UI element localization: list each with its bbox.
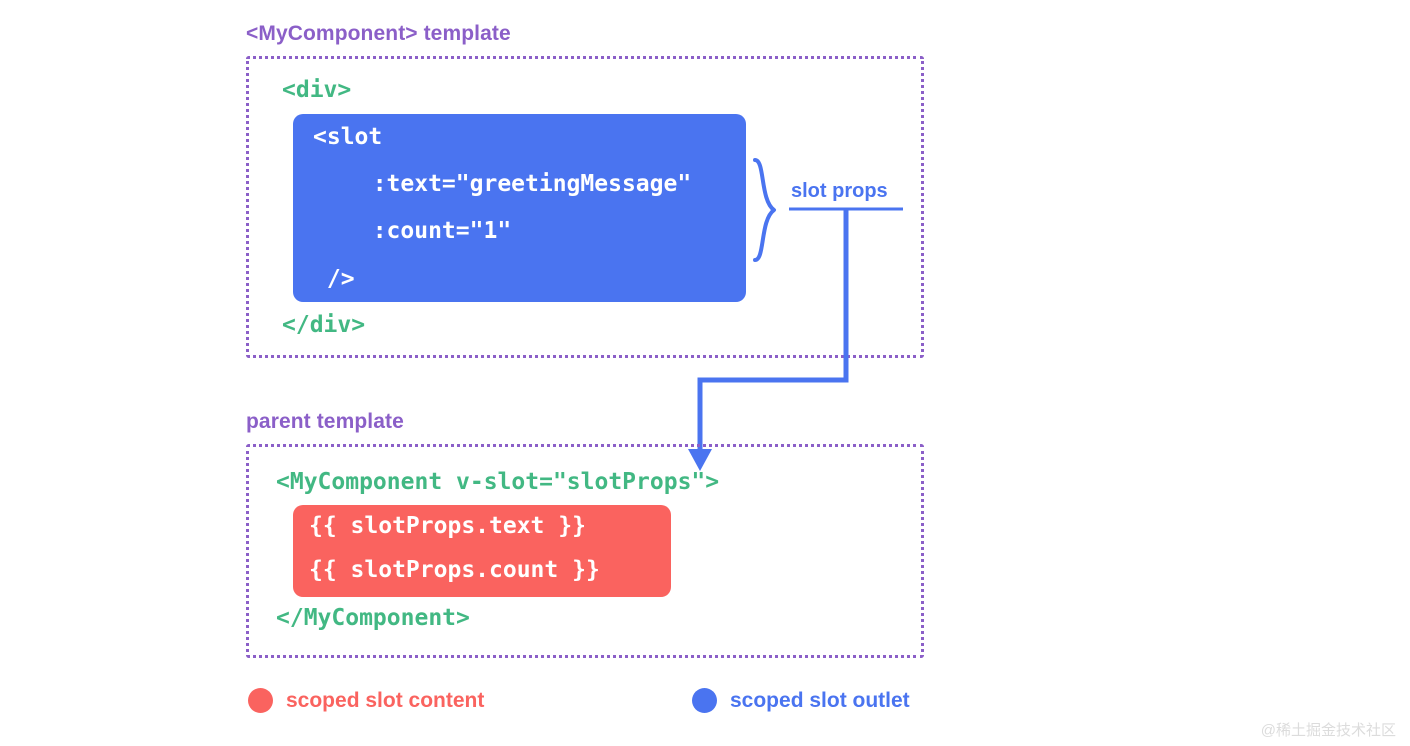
code-line-mycomponent-open: <MyComponent v-slot="slotProps"> [276, 469, 720, 495]
slot-code-line-1: <slot [313, 124, 383, 150]
blue-dot-icon [692, 688, 717, 713]
legend-label-scoped-slot-content: scoped slot content [286, 688, 485, 712]
code-line-div-close: </div> [282, 312, 366, 338]
legend-item-scoped-slot-content: scoped slot content [248, 688, 484, 713]
legend-item-scoped-slot-outlet: scoped slot outlet [692, 688, 910, 713]
scoped-slot-outlet-block: <slot :text="greetingMessage" :count="1"… [293, 114, 746, 302]
section-title-mycomponent: <MyComponent> template [246, 22, 511, 45]
scoped-slot-content-block: {{ slotProps.text }} {{ slotProps.count … [293, 505, 671, 597]
slot-code-line-4: /> [313, 266, 355, 292]
red-dot-icon [248, 688, 273, 713]
code-line-div-open: <div> [282, 77, 352, 103]
content-code-line-2: {{ slotProps.count }} [309, 557, 600, 583]
content-code-line-1: {{ slotProps.text }} [309, 513, 586, 539]
legend-label-scoped-slot-outlet: scoped slot outlet [730, 688, 910, 712]
curly-brace-icon [752, 158, 782, 262]
template-box-parent [246, 444, 924, 658]
template-box-mycomponent [246, 56, 924, 358]
slot-code-line-2: :text="greetingMessage" [345, 171, 692, 197]
slot-code-line-3: :count="1" [345, 218, 512, 244]
slot-props-label: slot props [791, 180, 888, 202]
section-title-parent: parent template [246, 410, 404, 433]
code-line-mycomponent-close: </MyComponent> [276, 605, 470, 631]
watermark: @稀土掘金技术社区 [1260, 722, 1396, 739]
